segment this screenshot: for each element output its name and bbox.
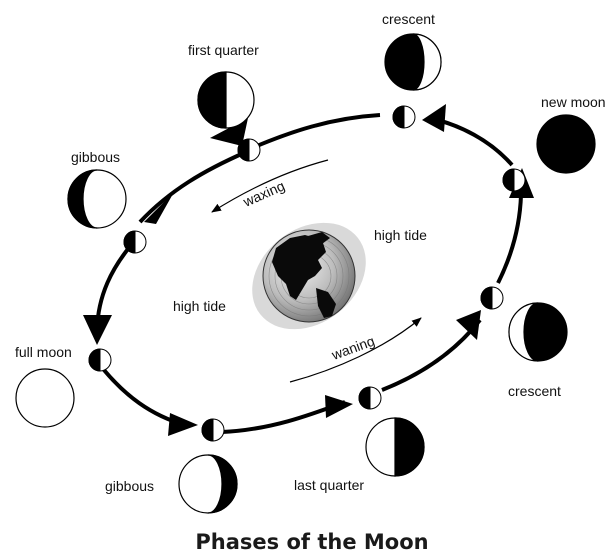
label-last-quarter: last quarter [294,477,364,493]
arrowhead-icon [168,413,198,436]
moon-phase-icon [88,348,112,372]
arrowhead-icon [422,104,446,132]
moon-phase-icon [502,168,526,192]
moon-phase-icon [358,386,382,410]
waxing-arrow [211,159,329,213]
moon-phase-icon [123,230,147,254]
moon-phase-icon [178,454,238,514]
earth-globe-icon [252,222,366,330]
arrowhead-icon [325,395,353,418]
moon-phase-icon [508,302,568,362]
arrowhead-icon [456,310,481,340]
arrowhead-icon [144,192,174,224]
diagram-title: Phases of the Moon [195,530,428,552]
moon-phase-icon [67,169,127,229]
moon-phase-icon [201,418,225,442]
moon-phase-icon [365,417,425,477]
orbit-path [95,113,523,434]
moon-phase-icon [197,71,255,129]
greenland-landmass [308,232,330,244]
label-full-moon: full moon [15,344,72,360]
moon-phase-icon [392,105,416,129]
label-crescent-top: crescent [382,11,435,27]
moon-phase-icon [480,286,504,310]
moon-phase-icon [15,368,75,428]
moon-phase-icon [536,114,596,174]
label-high-tide-right: high tide [374,227,427,243]
arrowhead-icon [83,315,112,345]
orbit-moons [88,105,526,442]
label-new-moon: new moon [541,94,606,110]
label-crescent-bottom: crescent [508,383,561,399]
phase-views [15,33,596,514]
label-gibbous-left: gibbous [71,149,120,165]
south-america-landmass [316,288,336,318]
label-waning: waning [329,333,377,364]
north-america-landmass [272,235,326,300]
moon-phase-icon [384,33,442,91]
waning-arrow [289,317,422,383]
moon-phase-icon [237,138,261,162]
label-waxing: waxing [240,177,287,210]
label-first-quarter: first quarter [188,42,259,58]
label-high-tide-left: high tide [173,298,226,314]
label-gibbous-bottom: gibbous [105,478,154,494]
